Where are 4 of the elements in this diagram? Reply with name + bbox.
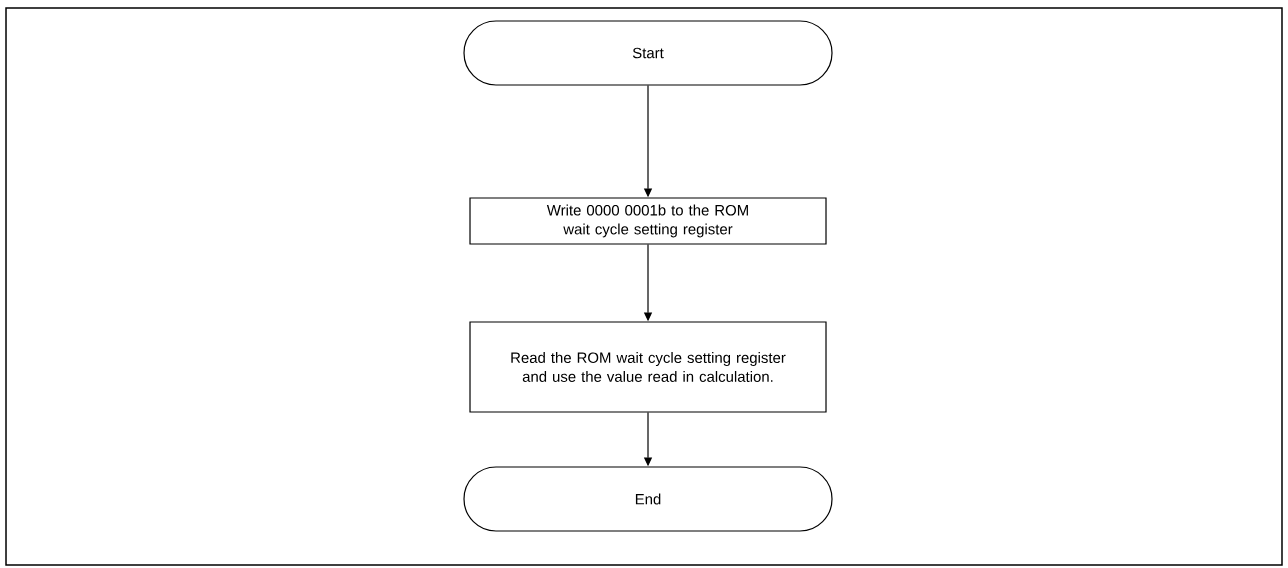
terminal-box: End: [463, 466, 833, 532]
process-box: Write 0000 0001b to the ROM wait cycle setting register: [469, 197, 827, 245]
terminal-box: Start: [463, 20, 833, 86]
process-box: Read the ROM wait cycle setting register and use the value read in calculation.: [469, 321, 827, 413]
